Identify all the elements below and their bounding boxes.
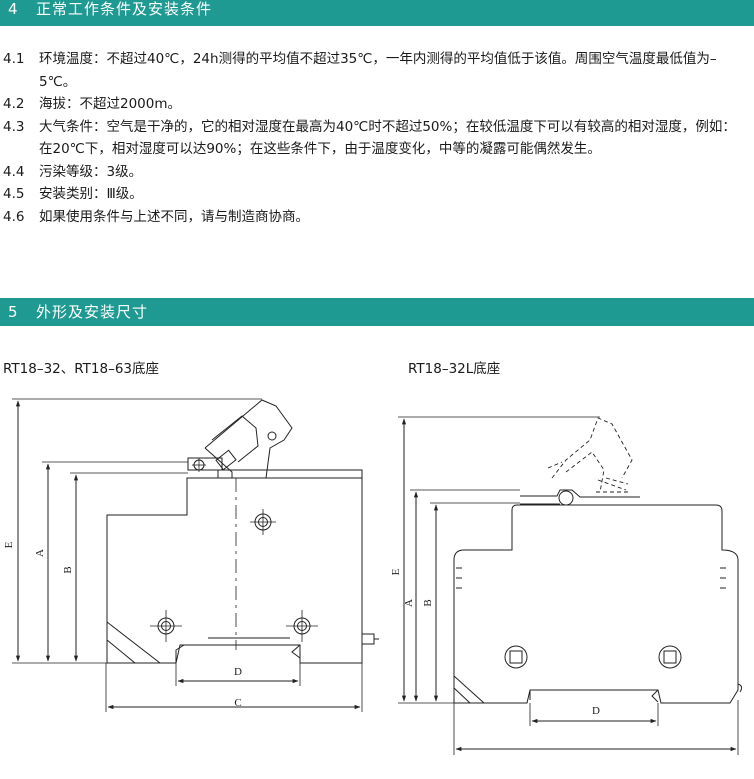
dim-label-e: E xyxy=(390,568,402,575)
left-lever xyxy=(204,399,293,479)
right-figure-caption: RT18–32L底座 xyxy=(408,361,501,377)
list-item: 4.2 海拔：不超过2000m。 xyxy=(0,93,754,116)
list-item: 4.1 环境温度：不超过40℃，24h测得的平均值不超过35℃，一年内测得的平均… xyxy=(0,48,754,93)
item-text: 安装类别：Ⅲ级。 xyxy=(39,186,143,202)
item-text: 环境温度：不超过40℃，24h测得的平均值不超过35℃，一年内测得的平均值低于该… xyxy=(39,51,717,90)
section-5-header: 5 外形及安装尺寸 xyxy=(0,298,754,326)
dim-label-a: A xyxy=(34,549,46,557)
list-item: 4.3 大气条件：空气是干净的，它的相对湿度在最高为40℃时不超过50%；在较低… xyxy=(0,116,754,161)
section-4-number: 4 xyxy=(8,0,18,18)
item-text: 大气条件：空气是干净的，它的相对湿度在最高为40℃时不超过50%；在较低温度下可… xyxy=(39,118,736,158)
item-number: 4.6 xyxy=(3,208,25,225)
dim-label-d: D xyxy=(234,666,242,678)
item-text: 海拔：不超过2000m。 xyxy=(39,96,182,112)
dim-label-c: C xyxy=(234,697,241,709)
item-text: 污染等级：3级。 xyxy=(39,163,143,180)
section-5-title: 外形及安装尺寸 xyxy=(36,303,149,321)
left-figure-caption: RT18–32、RT18–63底座 xyxy=(3,361,160,377)
item-number: 4.5 xyxy=(3,186,25,202)
terminal-right xyxy=(658,645,682,669)
section-5-number: 5 xyxy=(8,303,18,321)
list-item: 4.5 安装类别：Ⅲ级。 xyxy=(0,183,754,206)
list-item: 4.4 污染等级：3级。 xyxy=(0,161,754,184)
item-number: 4.3 xyxy=(3,118,25,135)
dim-label-d: D xyxy=(592,705,600,717)
hinge-pin xyxy=(558,490,574,506)
dim-label-e: E xyxy=(3,541,15,548)
dim-label-a: A xyxy=(403,599,415,607)
item-text: 如果使用条件与上述不同，请与制造商协商。 xyxy=(39,208,309,225)
item-number: 4.1 xyxy=(3,51,25,67)
section-4-title: 正常工作条件及安装条件 xyxy=(36,0,213,18)
right-dimension-labels: E A B D xyxy=(390,568,600,717)
item-number: 4.2 xyxy=(3,96,25,112)
right-lever-dashed xyxy=(551,417,633,479)
left-base-drawing xyxy=(12,398,379,712)
dim-label-b: B xyxy=(422,599,434,606)
dim-label-b: B xyxy=(62,566,74,573)
left-dimension-labels: E A B D C xyxy=(3,541,242,709)
right-base-drawing xyxy=(398,416,743,755)
left-base-outline xyxy=(106,469,363,664)
terminal-left xyxy=(504,645,528,669)
item-number: 4.4 xyxy=(3,163,25,180)
list-item: 4.6 如果使用条件与上述不同，请与制造商协商。 xyxy=(0,206,754,229)
section-4-header: 4 正常工作条件及安装条件 xyxy=(0,0,754,26)
right-base-outline xyxy=(453,504,739,704)
conditions-list: 4.1 环境温度：不超过40℃，24h测得的平均值不超过35℃，一年内测得的平均… xyxy=(0,48,754,228)
